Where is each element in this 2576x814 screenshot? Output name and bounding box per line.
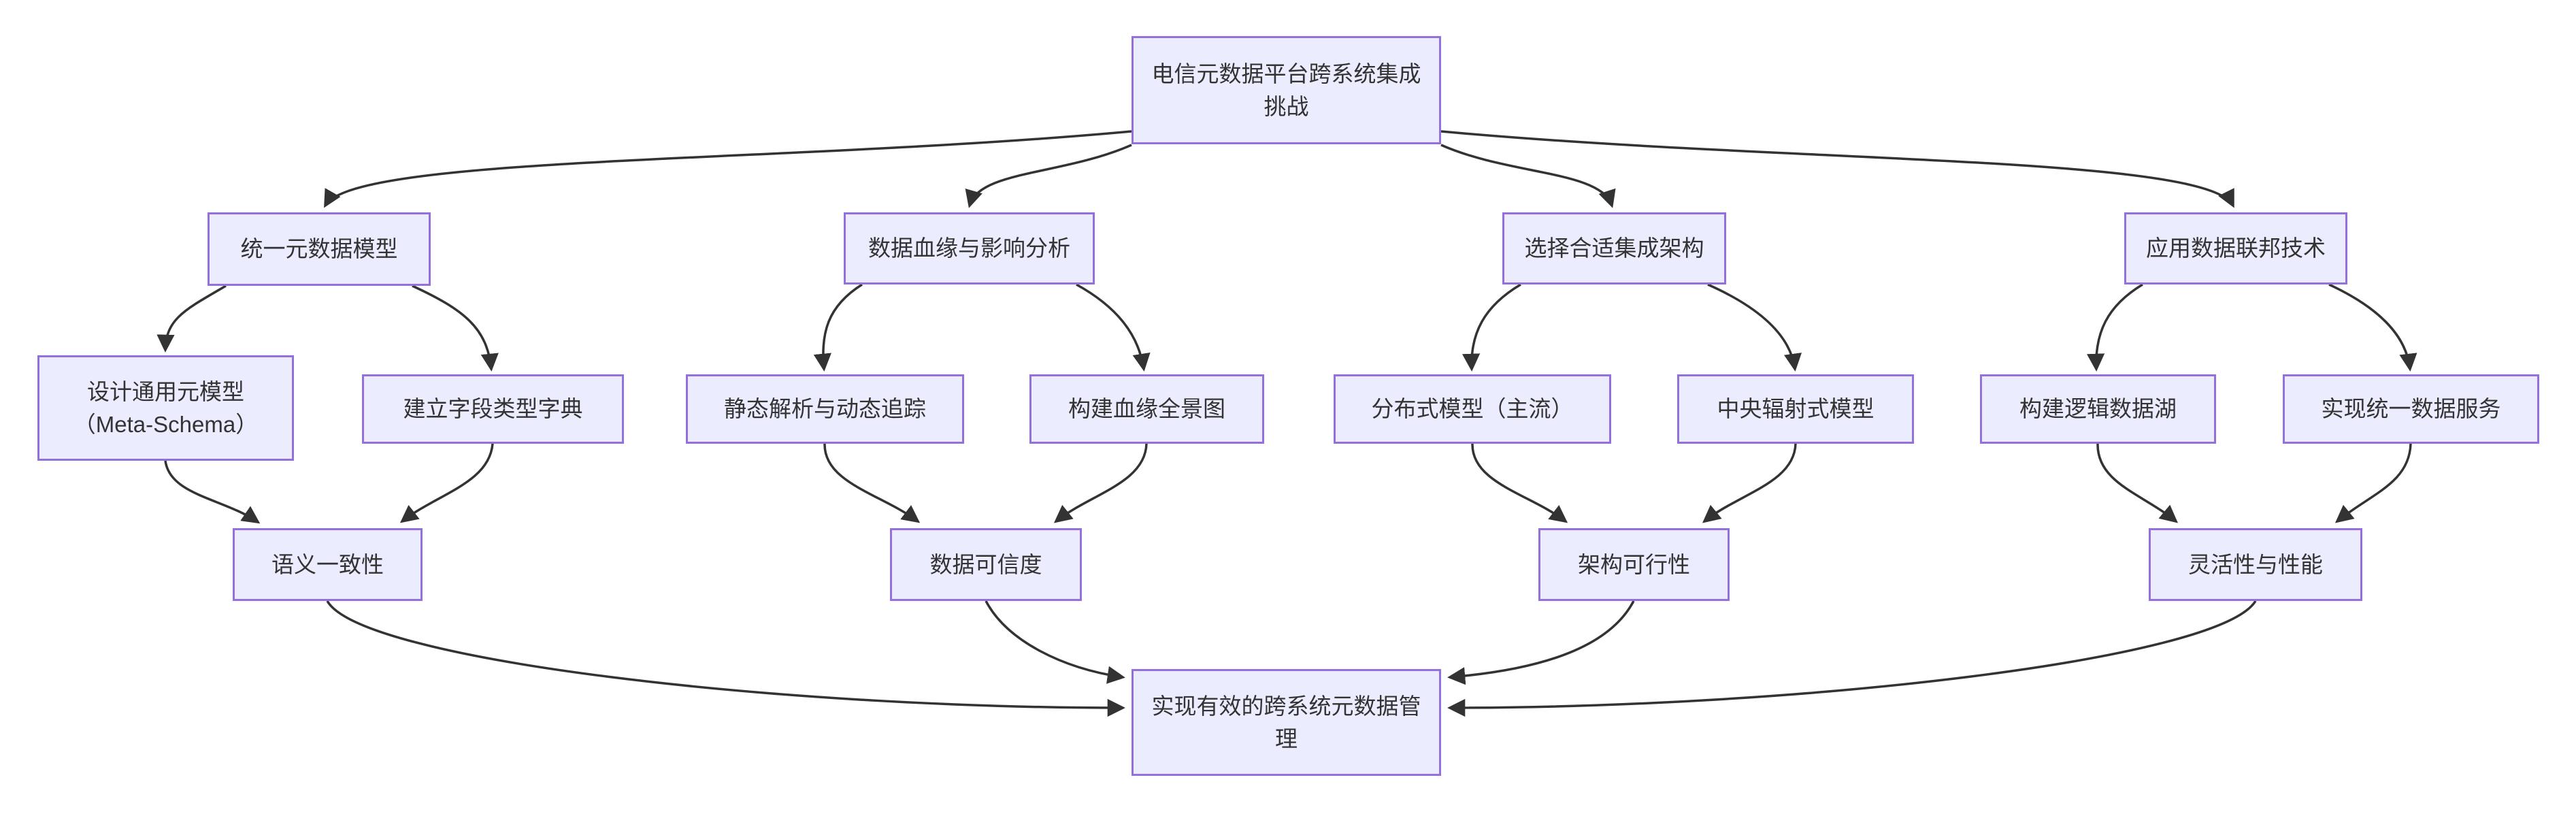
node-topic-data-lineage: 数据血缘与影响分析 (844, 212, 1095, 284)
node-goal-metadata-management: 实现有效的跨系统元数据管理 (1132, 669, 1441, 776)
edge (2087, 283, 2143, 372)
edge (1707, 283, 1802, 372)
node-child-static-dynamic: 静态解析与动态追踪 (686, 374, 964, 444)
edge (1702, 443, 1797, 523)
node-child-logical-data-lake: 构建逻辑数据湖 (1980, 374, 2216, 444)
edge (1471, 443, 1568, 523)
edge (2334, 443, 2412, 523)
edge (1440, 130, 2234, 208)
edge (1462, 283, 1521, 372)
node-child-meta-schema: 设计通用元模型（Meta-Schema） (37, 355, 294, 461)
node-outcome-architecture-feasibility: 架构可行性 (1538, 528, 1730, 601)
edge (1053, 443, 1148, 523)
node-child-unified-data-service: 实现统一数据服务 (2283, 374, 2539, 444)
node-child-distributed-model: 分布式模型（主流） (1334, 374, 1611, 444)
node-topic-integration-architecture: 选择合适集成架构 (1502, 212, 1726, 284)
node-outcome-data-credibility: 数据可信度 (890, 528, 1082, 601)
edge (156, 284, 227, 353)
node-topic-unified-metadata-model: 统一元数据模型 (208, 212, 431, 286)
edge (399, 443, 494, 523)
node-child-field-dictionary: 建立字段类型字典 (362, 374, 624, 444)
node-root-challenge: 电信元数据平台跨系统集成挑战 (1132, 36, 1441, 144)
edge (965, 144, 1132, 208)
edge (412, 284, 499, 372)
node-topic-data-federation: 应用数据联邦技术 (2124, 212, 2347, 284)
node-outcome-semantic-consistency: 语义一致性 (233, 528, 423, 601)
edge (823, 443, 921, 523)
edge (1076, 283, 1151, 372)
edge (985, 600, 1125, 684)
edge (813, 283, 863, 372)
edge (2328, 283, 2417, 372)
edge (326, 600, 1125, 717)
edge (1447, 600, 2257, 717)
edge (1447, 600, 1635, 685)
edge (164, 460, 261, 524)
edge (1440, 144, 1616, 208)
node-child-hub-spoke-model: 中央辐射式模型 (1677, 374, 1914, 444)
node-outcome-flexibility-performance: 灵活性与性能 (2149, 528, 2362, 601)
node-child-lineage-panorama: 构建血缘全景图 (1029, 374, 1264, 444)
edge (2096, 443, 2179, 523)
edge (324, 130, 1132, 208)
